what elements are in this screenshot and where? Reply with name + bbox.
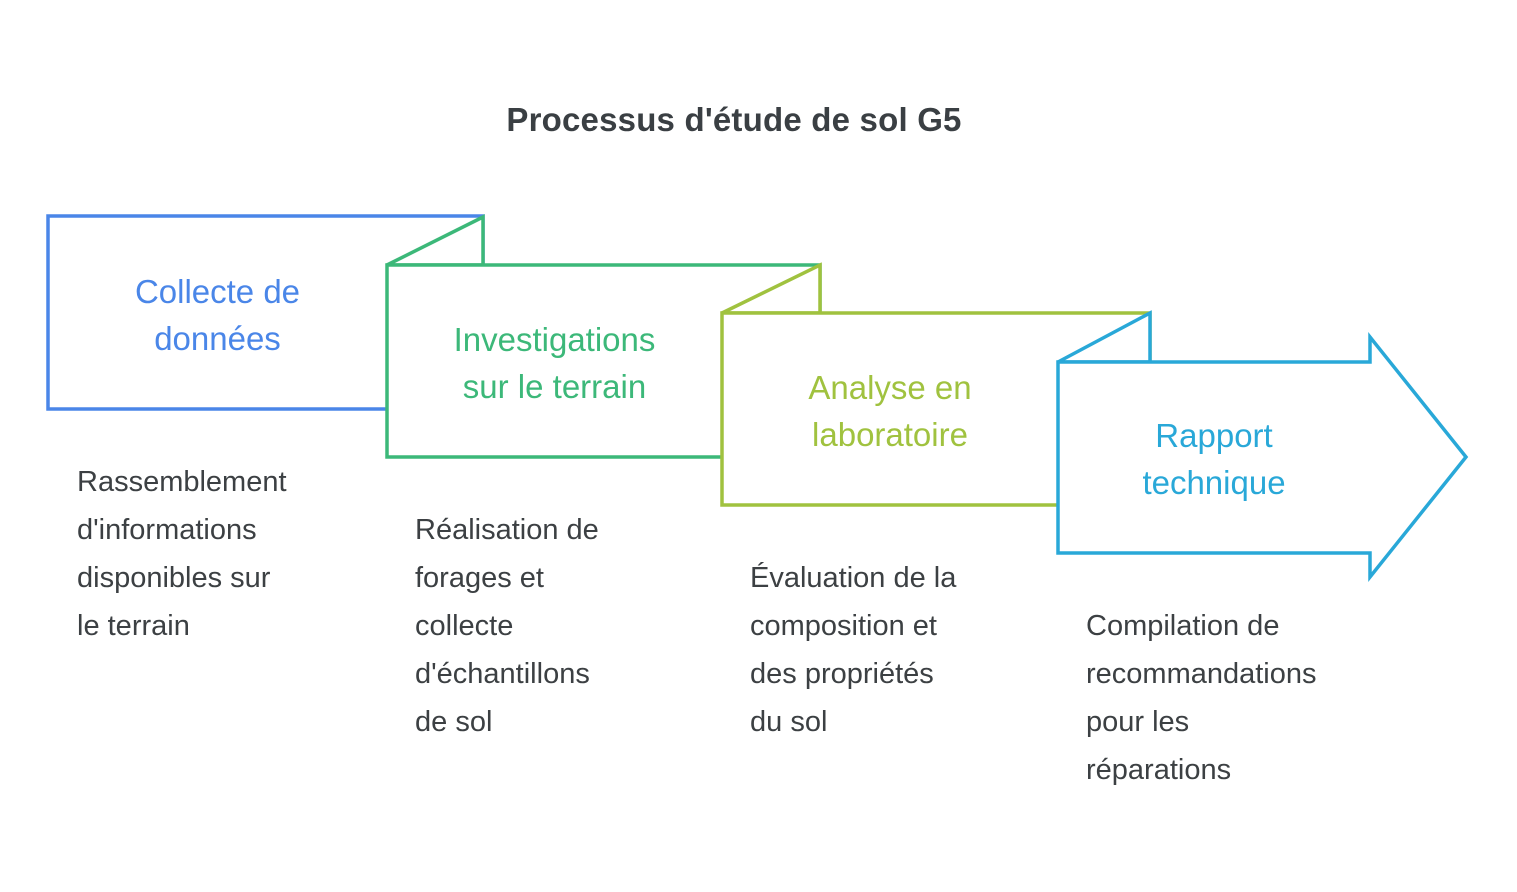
step1-description: Rassemblement d'informations disponibles…	[77, 466, 287, 642]
step3-label: Analyse en laboratoire	[808, 369, 972, 453]
step4-description: Compilation de recommandations pour les …	[1086, 610, 1317, 786]
step2-description: Réalisation de forages et collecte d'éch…	[415, 514, 599, 738]
step2-label: Investigations sur le terrain	[453, 321, 656, 405]
step3-description: Évaluation de la composition et des prop…	[750, 562, 957, 738]
page-title: Processus d'étude de sol G5	[506, 101, 962, 138]
step4-arrow-body	[1056, 332, 1469, 582]
step4-label: Rapport technique	[1142, 417, 1286, 501]
step4-arrow-shape	[1056, 310, 1469, 582]
step1-label: Collecte de données	[134, 273, 301, 357]
